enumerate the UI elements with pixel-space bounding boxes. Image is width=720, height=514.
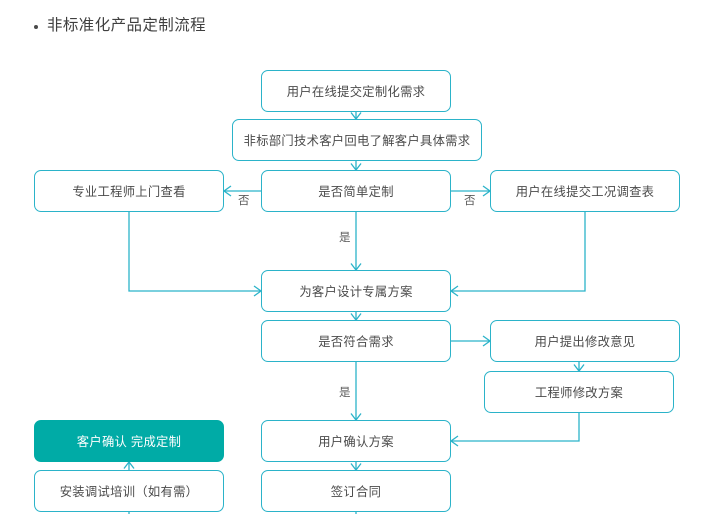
edge-n9-n12 [449, 413, 580, 447]
edge-label-no-left: 否 [236, 195, 252, 208]
node-user-confirm-plan[interactable]: 用户确认方案 [261, 420, 451, 462]
edge-label-no-right: 否 [462, 195, 478, 208]
edge-n12-n13 [350, 462, 362, 472]
node-submit-custom-request[interactable]: 用户在线提交定制化需求 [261, 70, 451, 112]
page-title-text: 非标准化产品定制流程 [47, 17, 207, 34]
node-installation-training[interactable]: 安装调试培训（如有需） [34, 470, 224, 512]
edge-label-yes-top: 是 [337, 232, 353, 245]
node-decision-meets-requirements[interactable]: 是否符合需求 [261, 320, 451, 362]
node-engineer-onsite-visit[interactable]: 专业工程师上门查看 [34, 170, 224, 212]
edge-n6-n7 [350, 312, 362, 322]
edge-label-yes-bottom: 是 [337, 387, 353, 400]
node-decision-simple-custom[interactable]: 是否简单定制 [261, 170, 451, 212]
edge-n4-n6 [128, 212, 263, 297]
page-title: 非标准化产品定制流程 [34, 17, 206, 36]
bullet-icon [34, 24, 38, 29]
node-design-exclusive-plan[interactable]: 为客户设计专属方案 [261, 270, 451, 312]
node-customer-confirm-complete[interactable]: 客户确认 完成定制 [34, 420, 224, 462]
edge-n7-n8 [451, 335, 492, 347]
edge-n3-n6 [350, 212, 362, 272]
node-submit-condition-survey[interactable]: 用户在线提交工况调查表 [490, 170, 680, 212]
node-user-revision-feedback[interactable]: 用户提出修改意见 [490, 320, 680, 362]
edge-n8-n9 [573, 362, 585, 373]
node-sign-contract[interactable]: 签订合同 [261, 470, 451, 512]
node-engineer-revise-plan[interactable]: 工程师修改方案 [484, 371, 674, 413]
edge-n3-n4 [222, 185, 261, 197]
edge-n5-n6 [449, 212, 586, 297]
edge-n2-n3 [350, 161, 362, 172]
edge-n1-n2 [350, 112, 362, 121]
edge-n7-n12 [350, 362, 362, 422]
edge-n11-n10 [123, 460, 135, 470]
node-department-callback[interactable]: 非标部门技术客户回电了解客户具体需求 [232, 119, 482, 161]
